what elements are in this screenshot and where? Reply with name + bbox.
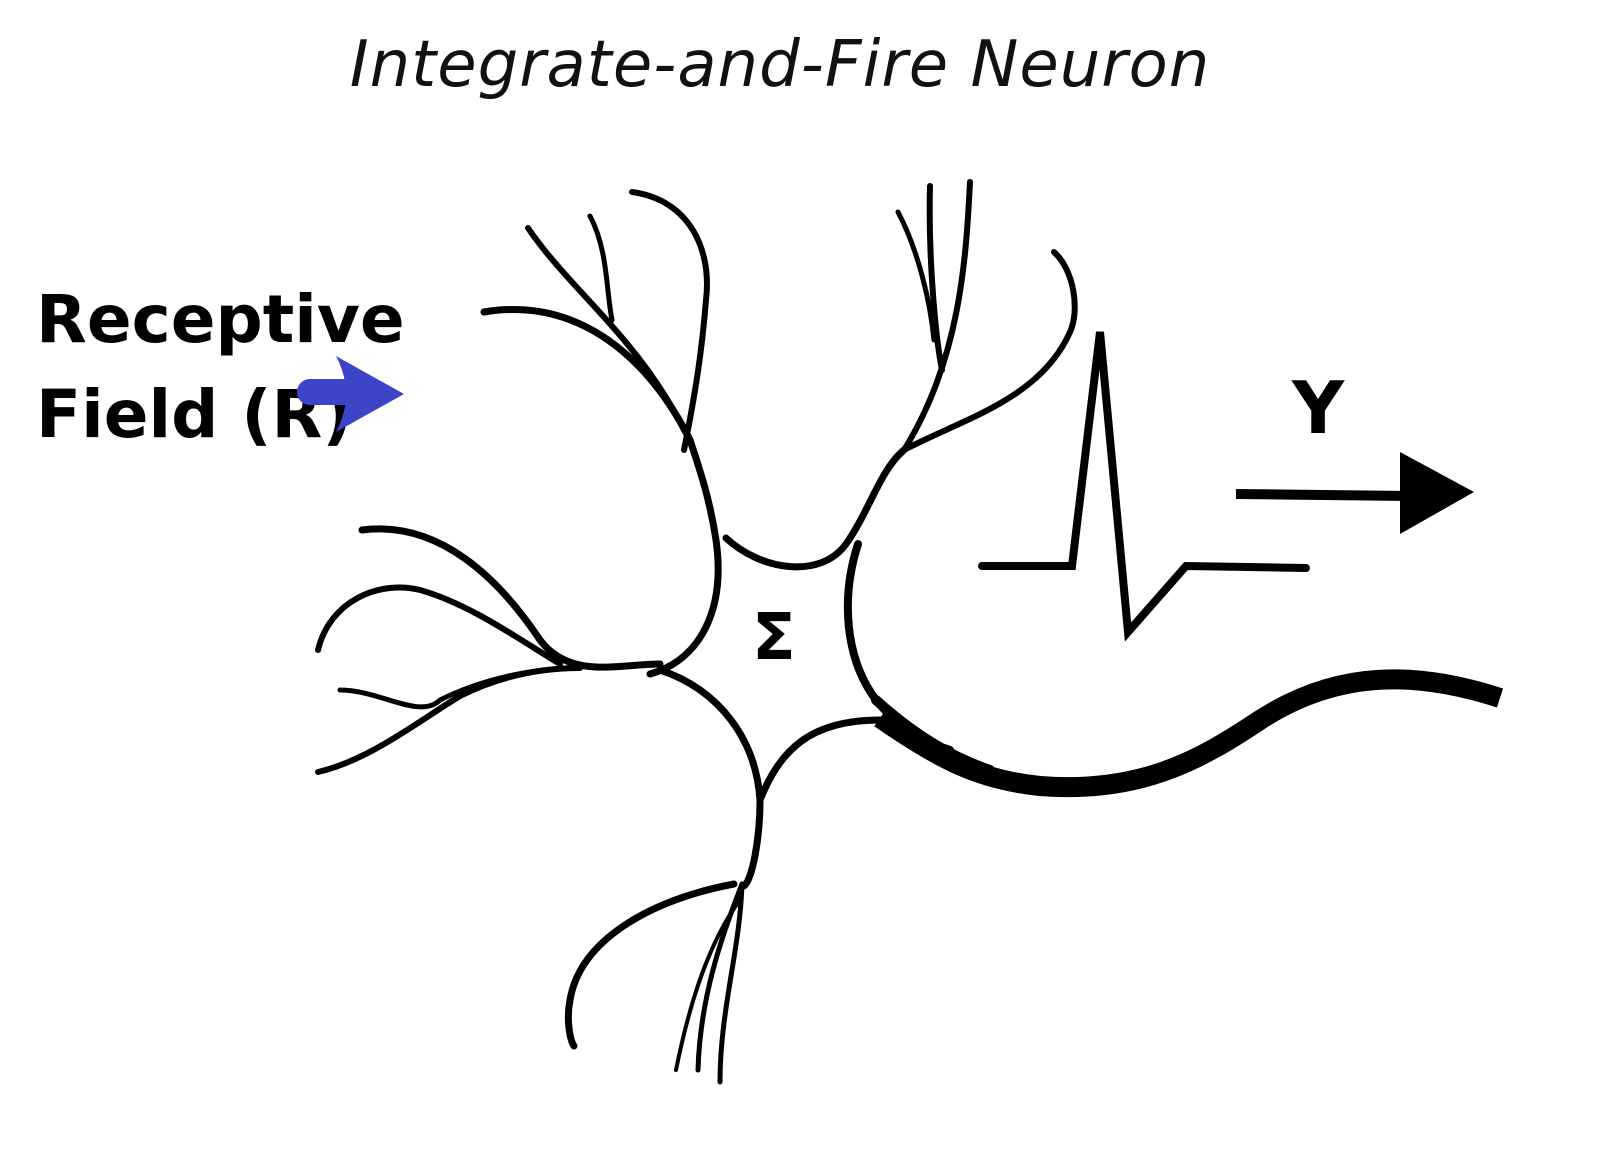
diagram-title: Integrate-and-Fire Neuron	[349, 28, 1211, 102]
dendrite-branch	[901, 249, 1078, 453]
dendrite-branch	[717, 881, 745, 1085]
dendrite-lower	[656, 666, 764, 890]
dendrite-branch	[587, 213, 615, 323]
axon-taper	[871, 695, 995, 775]
dendrite-upper-left	[480, 306, 722, 678]
action-potential-spike	[978, 331, 1310, 642]
dendrite-branch	[629, 189, 710, 453]
dendrite-branch	[895, 209, 937, 343]
dendrite-branch	[901, 179, 973, 453]
dendrite-branch	[525, 225, 687, 433]
dendrite-branch	[564, 880, 738, 1050]
dendrite-branch	[315, 584, 563, 667]
dendrite-branch	[926, 183, 945, 373]
receptive-field-label-line1: Receptive	[36, 281, 405, 358]
dendrite-branch	[315, 665, 583, 775]
dendrite-upper-right	[722, 446, 908, 571]
soma-sum-symbol: Σ	[752, 601, 796, 675]
dendrite-branch	[756, 716, 884, 804]
dendrite-branch	[674, 898, 742, 1072]
output-arrow-icon	[1235, 452, 1474, 534]
output-label: Y	[1292, 366, 1345, 450]
dendrites	[315, 179, 1078, 1085]
input-arrow-icon	[297, 356, 404, 432]
dendrite-branch	[695, 881, 745, 1073]
axon	[874, 669, 1504, 798]
dendrite-left	[358, 525, 664, 671]
dendrite-branch	[337, 665, 583, 710]
